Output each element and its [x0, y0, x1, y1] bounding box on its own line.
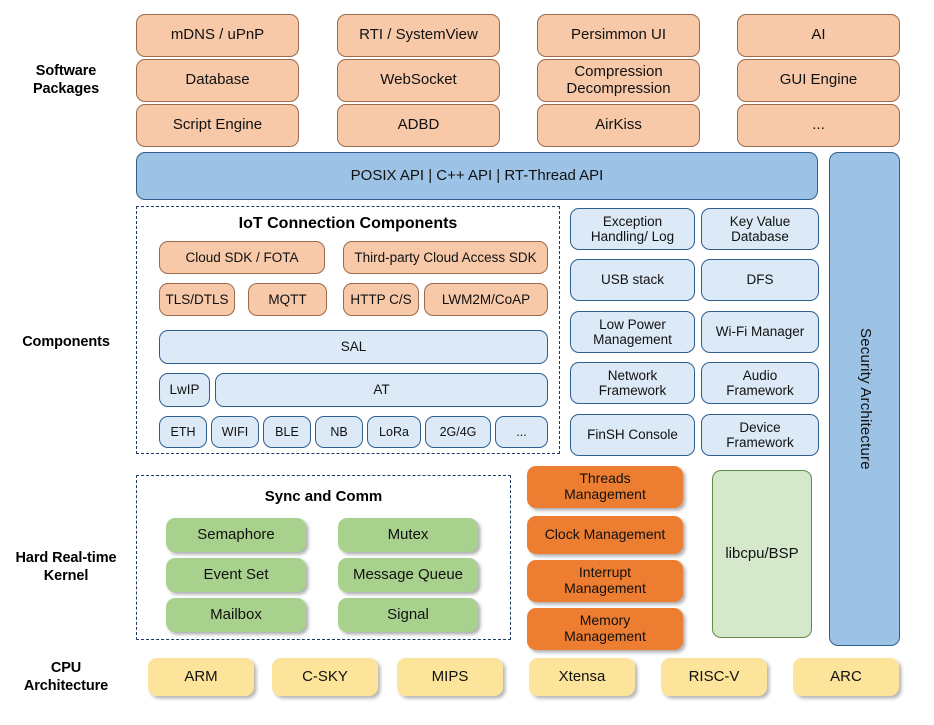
component-wifi-manager[interactable]: Wi-Fi Manager	[701, 311, 819, 353]
component-finsh-console[interactable]: FinSH Console	[570, 414, 695, 456]
iot-eth[interactable]: ETH	[159, 416, 207, 448]
iot-lwip[interactable]: LwIP	[159, 373, 210, 407]
iot-ble[interactable]: BLE	[263, 416, 311, 448]
row-label-cpu-architecture: CPU Architecture	[23, 659, 109, 694]
iot-third-party-cloud-access-sdk[interactable]: Third-party Cloud Access SDK	[343, 241, 548, 274]
security-architecture-label: Security Architecture	[856, 328, 874, 470]
component-exception-handling-log[interactable]: Exception Handling/ Log	[570, 208, 695, 250]
sync-and-comm-title: Sync and Comm	[264, 488, 383, 505]
row-label-software-packages: Software Packages	[32, 62, 100, 97]
iot-http-cs[interactable]: HTTP C/S	[343, 283, 419, 316]
iot-lwm2m-coap[interactable]: LWM2M/CoAP	[424, 283, 548, 316]
component-dfs[interactable]: DFS	[701, 259, 819, 301]
iot-at[interactable]: AT	[215, 373, 548, 407]
sync-signal[interactable]: Signal	[338, 598, 478, 632]
sync-event-set[interactable]: Event Set	[166, 558, 306, 592]
package-gui-engine[interactable]: GUI Engine	[737, 59, 900, 102]
iot-connection-components-box	[136, 206, 560, 454]
iot-mqtt[interactable]: MQTT	[248, 283, 327, 316]
cpu-risc-v[interactable]: RISC-V	[661, 658, 767, 696]
kernel-interrupt-management[interactable]: Interrupt Management	[527, 560, 683, 602]
package-database[interactable]: Database	[136, 59, 299, 102]
api-bar[interactable]: POSIX API | C++ API | RT-Thread API	[136, 152, 818, 200]
cpu-arc[interactable]: ARC	[793, 658, 899, 696]
component-usb-stack[interactable]: USB stack	[570, 259, 695, 301]
iot-tls-dtls[interactable]: TLS/DTLS	[159, 283, 235, 316]
iot-2g-4g[interactable]: 2G/4G	[425, 416, 491, 448]
package-more[interactable]: ...	[737, 104, 900, 147]
iot-nb[interactable]: NB	[315, 416, 363, 448]
cpu-xtensa[interactable]: Xtensa	[529, 658, 635, 696]
sync-mutex[interactable]: Mutex	[338, 518, 478, 552]
package-ai[interactable]: AI	[737, 14, 900, 57]
component-low-power-management[interactable]: Low Power Management	[570, 311, 695, 353]
package-rti-systemview[interactable]: RTI / SystemView	[337, 14, 500, 57]
row-label-kernel: Hard Real-time Kernel	[15, 549, 117, 584]
iot-sal[interactable]: SAL	[159, 330, 548, 364]
iot-lora[interactable]: LoRa	[367, 416, 421, 448]
sync-mailbox[interactable]: Mailbox	[166, 598, 306, 632]
sync-message-queue[interactable]: Message Queue	[338, 558, 478, 592]
iot-connection-components-title: IoT Connection Components	[238, 215, 458, 232]
cpu-c-sky[interactable]: C-SKY	[272, 658, 378, 696]
component-device-framework[interactable]: Device Framework	[701, 414, 819, 456]
kernel-memory-management[interactable]: Memory Management	[527, 608, 683, 650]
cpu-arm[interactable]: ARM	[148, 658, 254, 696]
libcpu-bsp-box[interactable]: libcpu/BSP	[712, 470, 812, 638]
package-script-engine[interactable]: Script Engine	[136, 104, 299, 147]
component-network-framework[interactable]: Network Framework	[570, 362, 695, 404]
component-audio-framework[interactable]: Audio Framework	[701, 362, 819, 404]
cpu-mips[interactable]: MIPS	[397, 658, 503, 696]
kernel-threads-management[interactable]: Threads Management	[527, 466, 683, 508]
package-websocket[interactable]: WebSocket	[337, 59, 500, 102]
security-architecture-bar[interactable]: Security Architecture	[829, 152, 900, 646]
component-key-value-database[interactable]: Key Value Database	[701, 208, 819, 250]
sync-and-comm-box	[136, 475, 511, 640]
iot-more[interactable]: ...	[495, 416, 548, 448]
row-label-components: Components	[22, 333, 110, 350]
package-persimmon-ui[interactable]: Persimmon UI	[537, 14, 700, 57]
sync-semaphore[interactable]: Semaphore	[166, 518, 306, 552]
package-adbd[interactable]: ADBD	[337, 104, 500, 147]
kernel-clock-management[interactable]: Clock Management	[527, 516, 683, 554]
package-compression-decompression[interactable]: Compression Decompression	[537, 59, 700, 102]
iot-cloud-sdk-fota[interactable]: Cloud SDK / FOTA	[159, 241, 325, 274]
package-airkiss[interactable]: AirKiss	[537, 104, 700, 147]
iot-wifi[interactable]: WIFI	[211, 416, 259, 448]
package-mdns-upnp[interactable]: mDNS / uPnP	[136, 14, 299, 57]
